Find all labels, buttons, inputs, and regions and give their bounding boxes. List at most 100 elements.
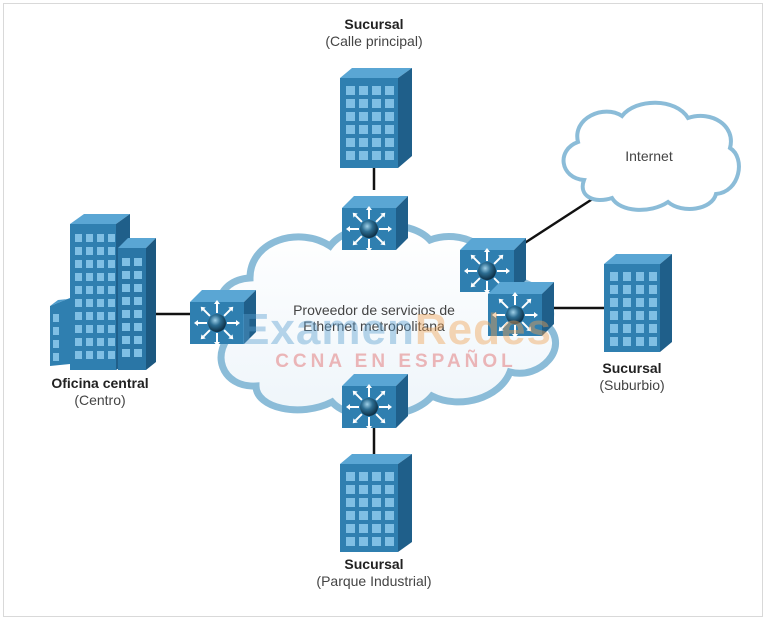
window bbox=[649, 324, 657, 333]
window bbox=[610, 298, 618, 307]
window bbox=[385, 138, 394, 147]
window bbox=[122, 310, 130, 318]
window bbox=[75, 312, 82, 320]
window bbox=[623, 298, 631, 307]
window bbox=[385, 112, 394, 121]
window bbox=[97, 234, 104, 242]
window bbox=[108, 351, 115, 359]
window bbox=[372, 112, 381, 121]
window bbox=[385, 524, 394, 533]
window bbox=[97, 286, 104, 294]
suburb-building-icon bbox=[604, 254, 672, 352]
window bbox=[385, 472, 394, 481]
window bbox=[134, 310, 142, 318]
window bbox=[372, 125, 381, 134]
window bbox=[97, 299, 104, 307]
window bbox=[75, 351, 82, 359]
metro-ethernet-label-line1: Proveedor de servicios de bbox=[293, 302, 455, 318]
window bbox=[372, 511, 381, 520]
window bbox=[346, 99, 355, 108]
window bbox=[346, 112, 355, 121]
window bbox=[610, 337, 618, 346]
window bbox=[623, 272, 631, 281]
window bbox=[636, 311, 644, 320]
window bbox=[86, 312, 93, 320]
window bbox=[372, 86, 381, 95]
window bbox=[385, 86, 394, 95]
window bbox=[359, 524, 368, 533]
window bbox=[649, 311, 657, 320]
switch-industrial-park bbox=[342, 374, 408, 430]
metro-ethernet-label: Proveedor de servicios de Ethernet metro… bbox=[264, 302, 484, 334]
switch-headquarters bbox=[190, 290, 256, 346]
window bbox=[636, 285, 644, 294]
window bbox=[108, 260, 115, 268]
industrial-park-building-icon bbox=[340, 454, 412, 552]
site-label-headquarters: Oficina central (Centro) bbox=[20, 375, 180, 409]
window bbox=[134, 258, 142, 266]
window bbox=[108, 247, 115, 255]
window bbox=[385, 125, 394, 134]
site-label-suburb: Sucursal (Suburbio) bbox=[576, 360, 688, 394]
window bbox=[53, 340, 59, 348]
window bbox=[346, 498, 355, 507]
headquarters-building-icon bbox=[50, 214, 156, 370]
window bbox=[97, 260, 104, 268]
window bbox=[108, 273, 115, 281]
window bbox=[97, 351, 104, 359]
window bbox=[623, 285, 631, 294]
window bbox=[86, 325, 93, 333]
window bbox=[53, 327, 59, 335]
window bbox=[649, 298, 657, 307]
window bbox=[75, 234, 82, 242]
window bbox=[636, 272, 644, 281]
site-name: Sucursal bbox=[344, 556, 404, 572]
window bbox=[359, 498, 368, 507]
window bbox=[359, 511, 368, 520]
site-name: Sucursal bbox=[344, 16, 404, 32]
window bbox=[122, 323, 130, 331]
window bbox=[75, 247, 82, 255]
window bbox=[359, 537, 368, 546]
window bbox=[86, 234, 93, 242]
window bbox=[86, 286, 93, 294]
window bbox=[359, 99, 368, 108]
window bbox=[53, 353, 59, 361]
window bbox=[108, 299, 115, 307]
window bbox=[385, 498, 394, 507]
window bbox=[108, 325, 115, 333]
window bbox=[649, 285, 657, 294]
window bbox=[359, 138, 368, 147]
metro-ethernet-label-line2: Ethernet metropolitana bbox=[303, 318, 445, 334]
window bbox=[346, 125, 355, 134]
window bbox=[359, 472, 368, 481]
internet-cloud bbox=[561, 100, 741, 212]
window bbox=[359, 151, 368, 160]
window bbox=[108, 338, 115, 346]
window bbox=[372, 99, 381, 108]
switches bbox=[190, 196, 554, 430]
window bbox=[97, 312, 104, 320]
window bbox=[346, 485, 355, 494]
switch-internet-edge bbox=[460, 238, 526, 294]
window bbox=[649, 272, 657, 281]
network-links bbox=[154, 168, 604, 456]
window bbox=[75, 273, 82, 281]
window bbox=[372, 498, 381, 507]
window bbox=[372, 537, 381, 546]
site-detail: (Suburbio) bbox=[599, 377, 665, 393]
window bbox=[623, 311, 631, 320]
window bbox=[636, 298, 644, 307]
window bbox=[86, 273, 93, 281]
window bbox=[97, 325, 104, 333]
window bbox=[610, 272, 618, 281]
window bbox=[372, 472, 381, 481]
window bbox=[359, 112, 368, 121]
window bbox=[97, 273, 104, 281]
window bbox=[385, 151, 394, 160]
window bbox=[649, 337, 657, 346]
window bbox=[122, 336, 130, 344]
switch-main-street bbox=[342, 196, 408, 252]
site-name: Sucursal bbox=[602, 360, 662, 376]
